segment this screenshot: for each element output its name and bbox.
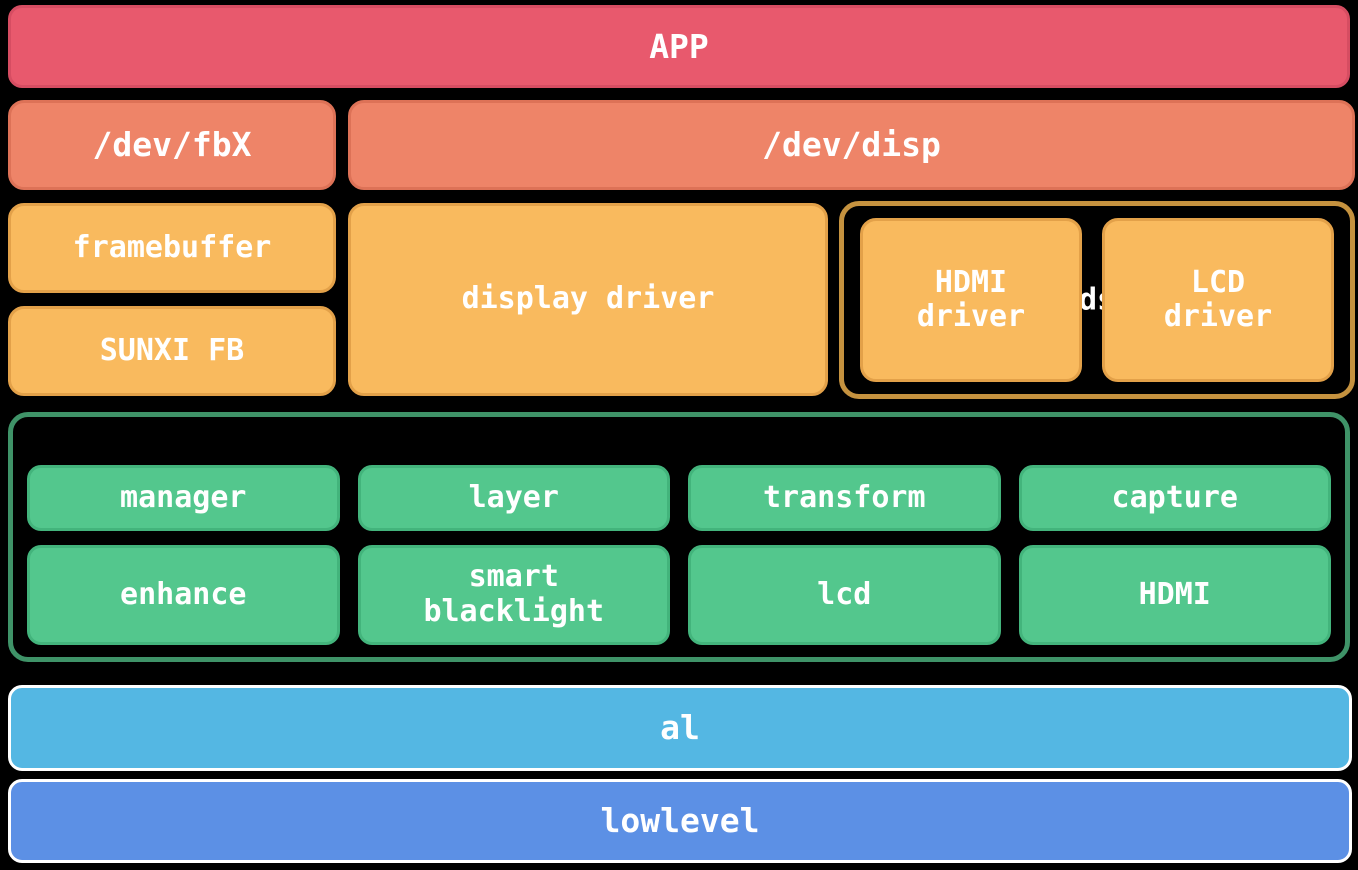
app-layer-bar: APP <box>8 5 1350 88</box>
hdmi-driver-node: HDMI driver <box>860 218 1082 382</box>
capture-node: capture <box>1018 465 1331 531</box>
enhance-node: enhance <box>27 544 340 645</box>
display-driver-node: display driver <box>348 203 828 396</box>
manager-node: manager <box>27 465 340 531</box>
smart-blacklight-node: smart blacklight <box>357 544 670 645</box>
transform-node: transform <box>688 465 1001 531</box>
lcd-driver-node: LCD driver <box>1102 218 1334 382</box>
layer-node: layer <box>357 465 670 531</box>
al-layer-bar: al <box>8 685 1352 771</box>
dev-fbx-node: /dev/fbX <box>8 100 336 190</box>
lowlevel-layer-bar: lowlevel <box>8 779 1352 863</box>
framebuffer-node: framebuffer <box>8 203 336 293</box>
output-drivers-group: ds HDMI driver LCD driver <box>839 201 1355 399</box>
dev-disp-node: /dev/disp <box>348 100 1355 190</box>
display-engine-group: manager layer transform capture enhance … <box>8 412 1350 662</box>
hdmi-node: HDMI <box>1018 544 1331 645</box>
lcd-node: lcd <box>688 544 1001 645</box>
sunxi-fb-node: SUNXI FB <box>8 306 336 396</box>
